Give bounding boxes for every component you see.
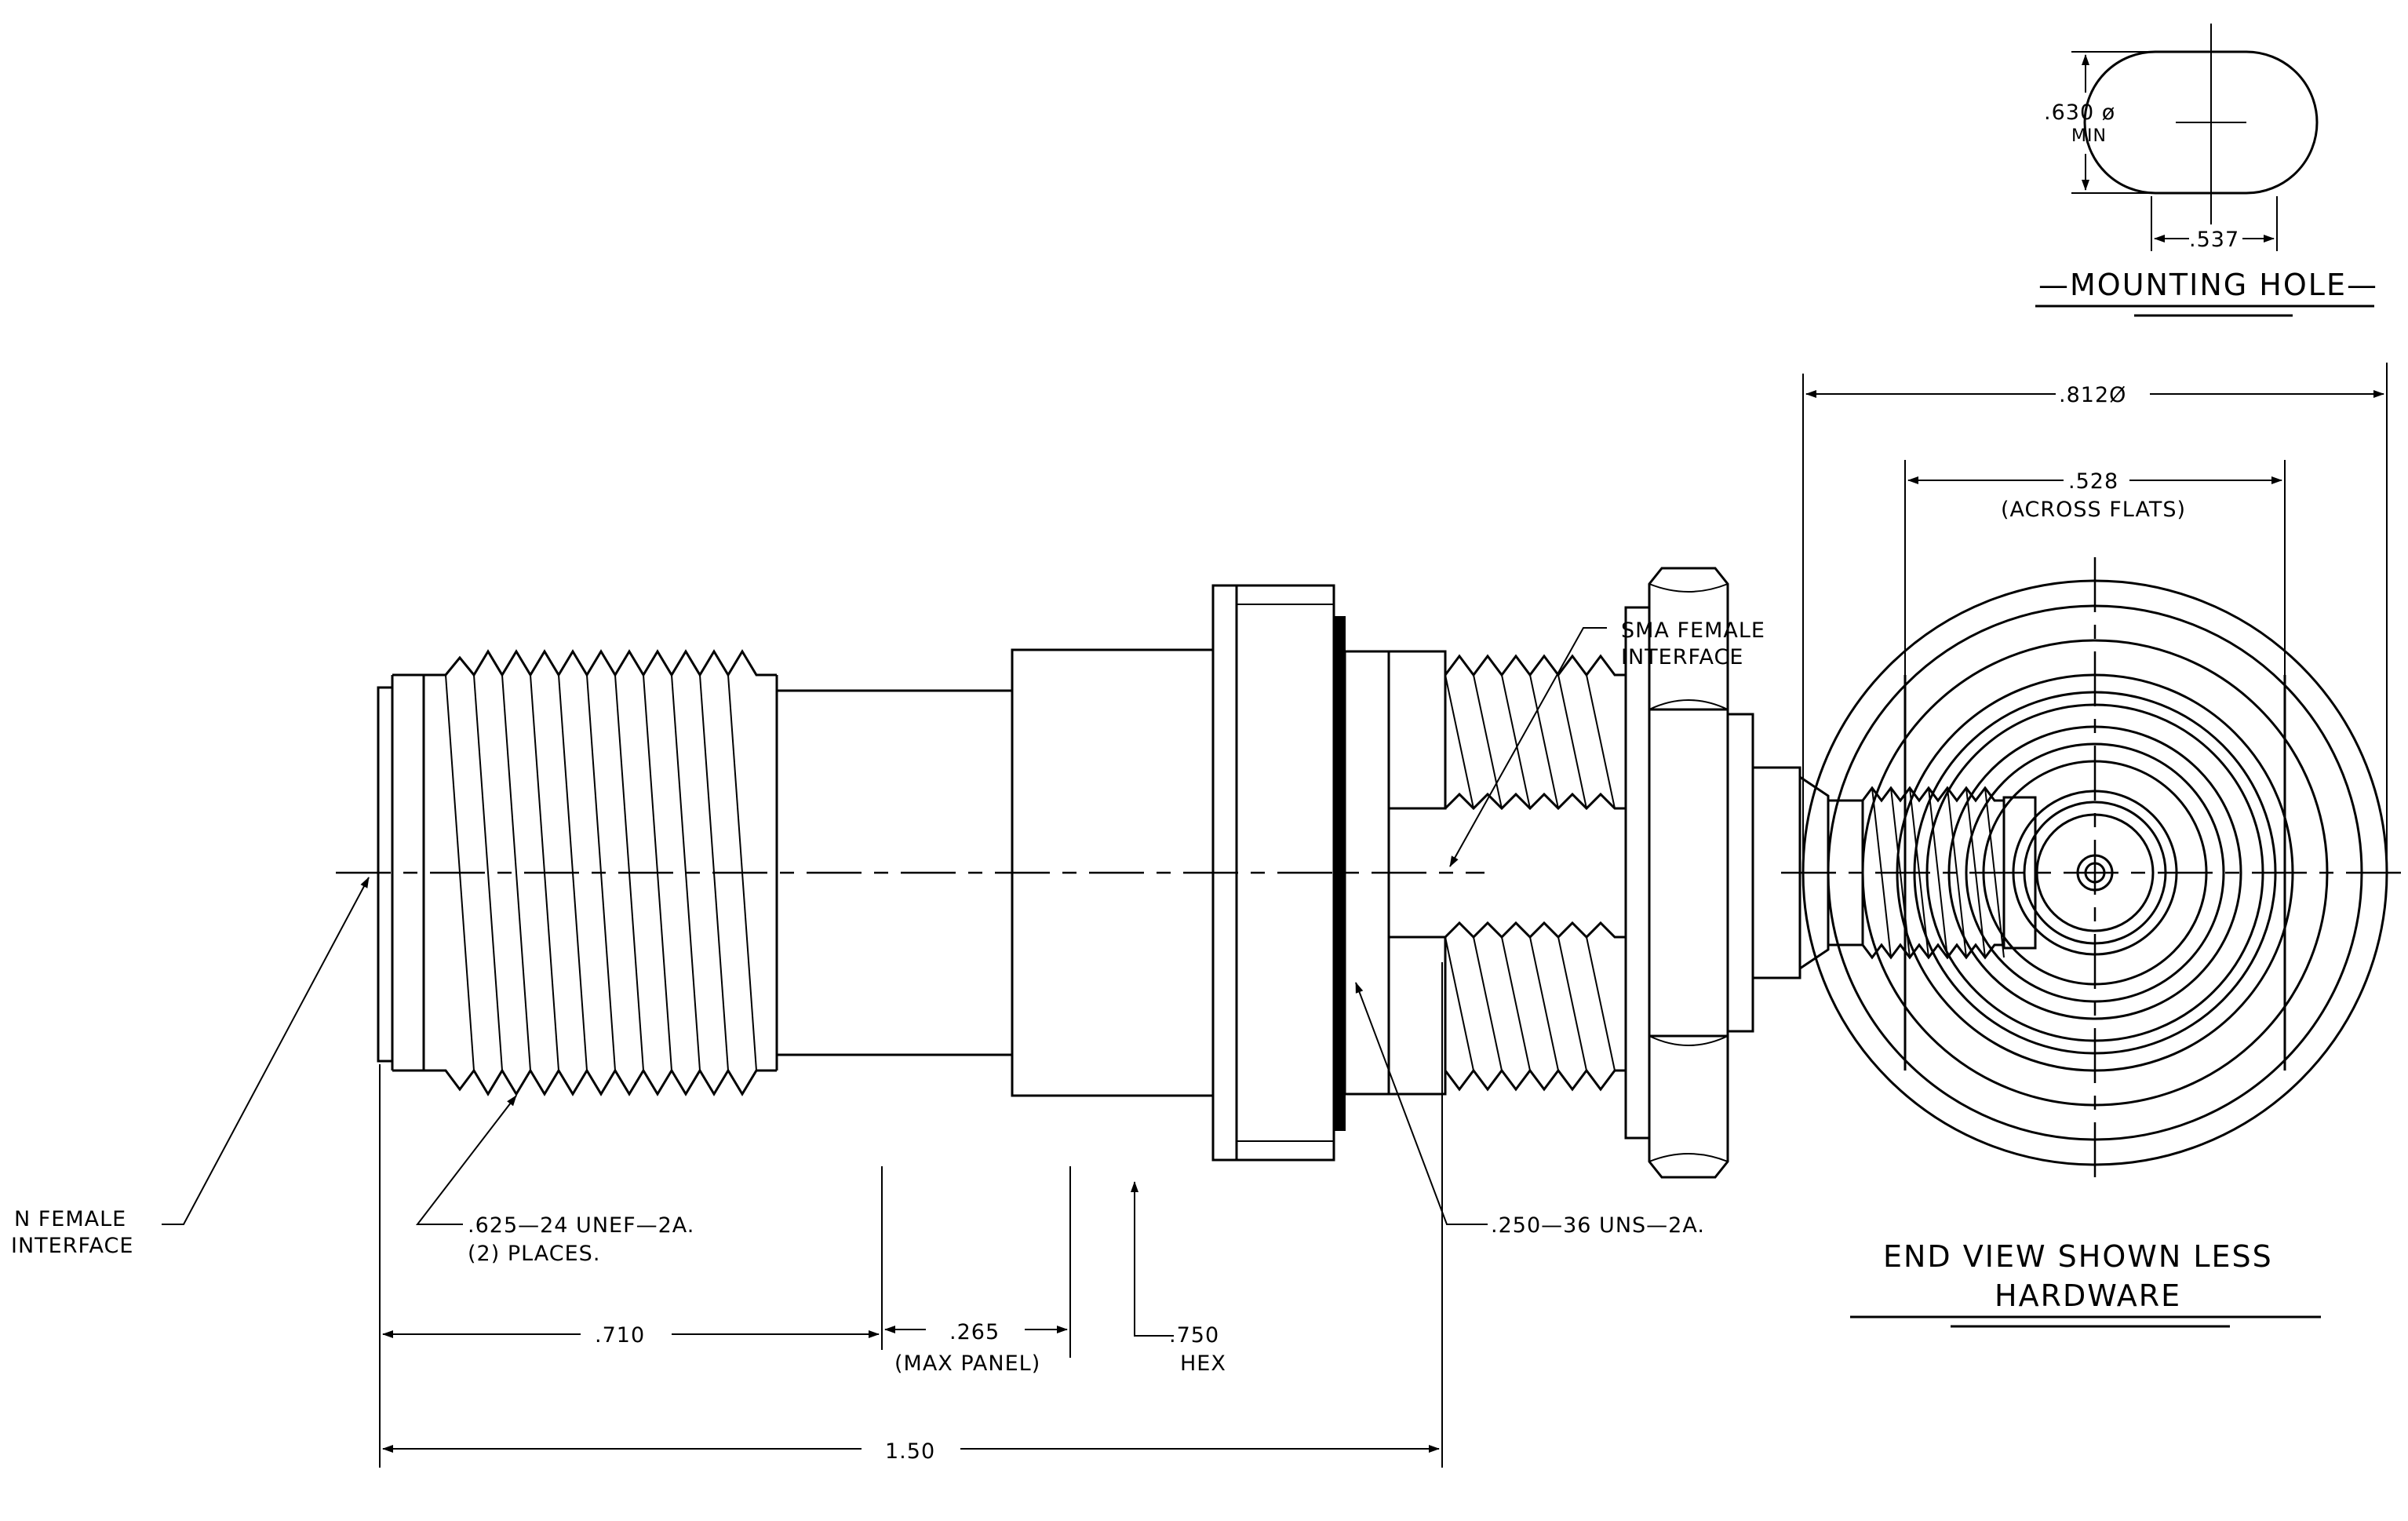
- mounting-hole-dia-label: .630 ø: [2044, 100, 2115, 125]
- sma-interface-label-line1: SMA FEMALE: [1621, 618, 1765, 643]
- end-view-caption-line2: HARDWARE: [1995, 1278, 2181, 1313]
- across-flats-note: (ACROSS FLATS): [2001, 498, 2186, 522]
- n-thread-label-line1: .625—24 UNEF—2A.: [468, 1213, 694, 1238]
- dim-150-label: 1.50: [885, 1439, 935, 1464]
- sma-interface-label-line2: INTERFACE: [1621, 645, 1743, 669]
- mounting-hole-title: —MOUNTING HOLE—: [2038, 268, 2378, 302]
- dim-710-label: .710: [595, 1323, 645, 1348]
- n-interface-label-line2: INTERFACE: [11, 1234, 133, 1258]
- across-flats-value: .528: [2068, 469, 2118, 494]
- dimensions: .710 .265 (MAX PANEL) 1.50: [379, 962, 1443, 1468]
- hex-nut: [1648, 567, 1729, 1179]
- callouts: SMA FEMALE INTERFACE N FEMALE INTERFACE …: [11, 618, 1765, 1376]
- end-view-dia-label: .812Ø: [2059, 383, 2126, 407]
- n-interface-label-line1: N FEMALE: [14, 1207, 126, 1231]
- sma-thread-label: .250—36 UNS—2A.: [1491, 1213, 1705, 1238]
- mounting-hole-flat-label: .537: [2189, 228, 2239, 252]
- hex-dim-note: HEX: [1180, 1351, 1226, 1376]
- mounting-hole-outline: [2083, 50, 2319, 195]
- mounting-hole-min-label: MIN: [2071, 126, 2107, 146]
- sma-thread: [1827, 786, 2037, 960]
- end-view-caption-line1: END VIEW SHOWN LESS: [1883, 1239, 2273, 1274]
- panel-thread: [1444, 654, 1626, 1092]
- side-view: [336, 567, 2037, 1179]
- hex-dim-value: .750: [1169, 1323, 1219, 1348]
- dim-265-label: .265: [949, 1320, 1000, 1344]
- end-view: .812Ø .528 (ACROSS FLATS) END VIEW SHOWN…: [1781, 363, 2401, 1328]
- dim-265-note: (MAX PANEL): [894, 1351, 1040, 1376]
- mounting-hole-view: .630 ø MIN .537 —MOUNTING HOLE—: [2035, 24, 2378, 317]
- n-thread-label-line2: (2) PLACES.: [468, 1242, 600, 1266]
